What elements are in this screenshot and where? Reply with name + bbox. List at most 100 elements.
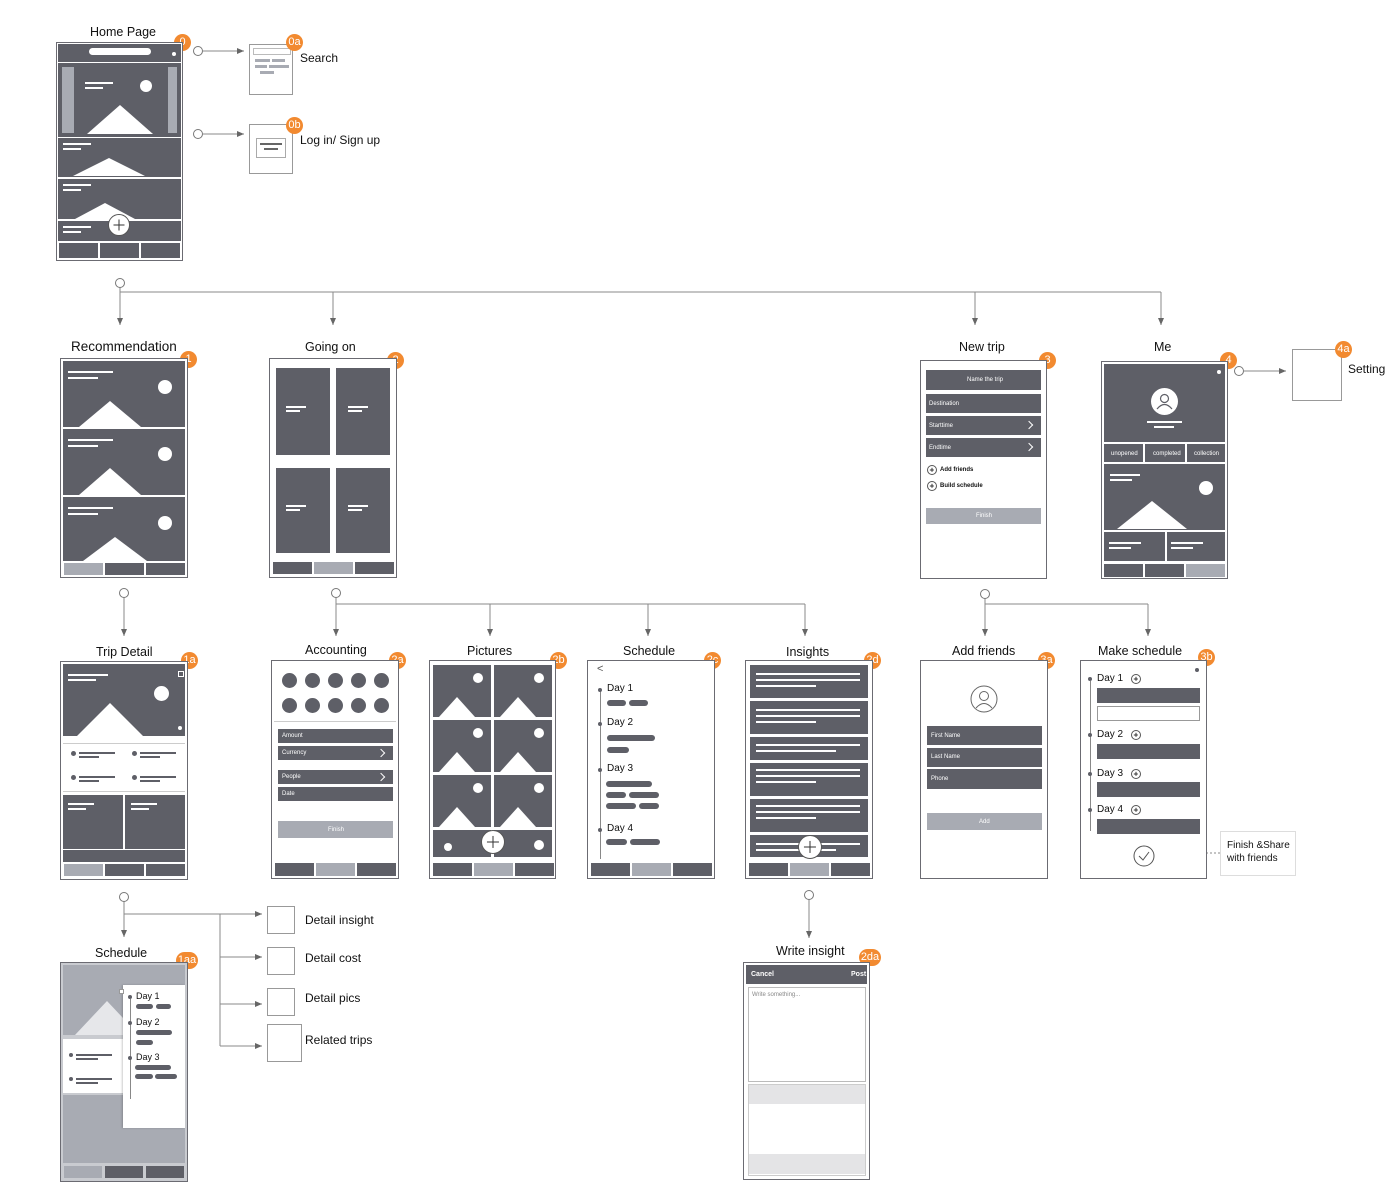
tabbar-item-active[interactable] <box>64 1166 102 1178</box>
tabbar-item-active[interactable] <box>1186 564 1225 577</box>
schedule-drawer[interactable] <box>123 985 185 1128</box>
settings-dot-icon[interactable] <box>1217 370 1221 374</box>
tab-unopened[interactable] <box>1104 444 1143 462</box>
person-avatar[interactable] <box>305 698 320 713</box>
drawer-day-3[interactable]: Day 3 <box>136 1052 160 1062</box>
schedule-day-4[interactable]: Day 4 <box>607 823 634 834</box>
people-field[interactable] <box>278 770 393 784</box>
starttime-field[interactable] <box>926 416 1041 435</box>
phone-field[interactable] <box>927 769 1042 789</box>
accounting-finish-button[interactable] <box>278 821 393 838</box>
tabbar-item[interactable] <box>433 863 472 876</box>
menu-dot-icon[interactable] <box>1195 668 1199 672</box>
person-avatar[interactable] <box>351 698 366 713</box>
schedule-day-3[interactable]: Day 3 <box>607 763 634 774</box>
person-avatar[interactable] <box>328 673 343 688</box>
tabbar-item-active[interactable] <box>64 864 103 876</box>
tabbar-item[interactable] <box>146 864 185 876</box>
insight-card[interactable] <box>750 701 868 734</box>
insight-card[interactable] <box>750 665 868 698</box>
day-4-entry[interactable] <box>1097 819 1200 834</box>
tabbar-item[interactable] <box>146 563 185 575</box>
add-day-4-plus-icon[interactable] <box>1131 805 1141 815</box>
tabbar-item[interactable] <box>355 562 394 574</box>
person-avatar[interactable] <box>374 698 389 713</box>
trip-card[interactable] <box>336 368 390 455</box>
first-name-field[interactable] <box>927 726 1042 745</box>
cancel-button[interactable]: Cancel <box>751 971 774 978</box>
tabbar-item[interactable] <box>831 863 870 876</box>
tabbar-item-3[interactable] <box>141 243 180 258</box>
tabbar-item-2[interactable] <box>100 243 139 258</box>
build-schedule-plus-icon[interactable] <box>927 481 937 491</box>
tabbar-item-active[interactable] <box>790 863 829 876</box>
day-1-empty-entry[interactable] <box>1097 706 1200 721</box>
add-trip-plus-icon[interactable] <box>108 214 130 236</box>
close-icon[interactable] <box>119 989 124 994</box>
person-avatar[interactable] <box>351 673 366 688</box>
tabbar-item[interactable] <box>1104 564 1143 577</box>
add-friend-button[interactable] <box>927 813 1042 830</box>
add-insight-plus-icon[interactable] <box>798 835 822 859</box>
tabbar-item[interactable] <box>105 1166 143 1178</box>
tab-collection[interactable] <box>1187 444 1225 462</box>
insight-card[interactable] <box>750 763 868 796</box>
add-day-3-plus-icon[interactable] <box>1131 769 1141 779</box>
tabbar-item[interactable] <box>749 863 788 876</box>
name-trip-field[interactable] <box>926 370 1041 390</box>
tabbar-item[interactable] <box>1145 564 1184 577</box>
tabbar-item-active[interactable] <box>632 863 671 876</box>
day-3-entry[interactable] <box>1097 782 1200 797</box>
add-day-2-plus-icon[interactable] <box>1131 730 1141 740</box>
insight-textarea[interactable] <box>748 987 866 1082</box>
user-icon[interactable] <box>970 685 998 713</box>
home-menu-dot-icon[interactable] <box>172 52 176 56</box>
insight-card[interactable] <box>750 737 868 760</box>
drawer-day-2[interactable]: Day 2 <box>136 1017 160 1027</box>
day-1-entry[interactable] <box>1097 688 1200 703</box>
tabbar-item-active[interactable] <box>474 863 513 876</box>
person-avatar[interactable] <box>282 673 297 688</box>
person-avatar[interactable] <box>282 698 297 713</box>
person-avatar[interactable] <box>305 673 320 688</box>
tab-completed[interactable] <box>1145 444 1185 462</box>
post-button[interactable]: Post <box>851 971 867 978</box>
new-trip-finish-button[interactable] <box>926 508 1041 524</box>
tabbar-item[interactable] <box>273 562 312 574</box>
day-2-entry[interactable] <box>1097 744 1200 759</box>
schedule-day-1[interactable]: Day 1 <box>607 683 634 694</box>
build-schedule-link[interactable]: Build schedule <box>940 483 983 489</box>
tabbar-item[interactable] <box>275 863 314 876</box>
tabbar-item[interactable] <box>105 864 144 876</box>
add-photo-plus-icon[interactable] <box>481 830 505 854</box>
person-avatar[interactable] <box>374 673 389 688</box>
tabbar-item[interactable] <box>673 863 712 876</box>
person-avatar[interactable] <box>328 698 343 713</box>
tabbar-item-active[interactable] <box>316 863 355 876</box>
tabbar-item-active[interactable] <box>64 563 103 575</box>
insight-card[interactable] <box>750 799 868 832</box>
add-friends-plus-icon[interactable] <box>927 465 937 475</box>
me-small-card[interactable] <box>1167 532 1225 561</box>
schedule-day-2[interactable]: Day 2 <box>607 717 634 728</box>
tabbar-item-1[interactable] <box>59 243 98 258</box>
add-friends-link[interactable]: Add friends <box>940 467 974 473</box>
currency-field[interactable] <box>278 746 393 760</box>
me-small-card[interactable] <box>1104 532 1165 561</box>
tabbar-item[interactable] <box>515 863 554 876</box>
trip-card[interactable] <box>276 368 330 455</box>
drawer-day-1[interactable]: Day 1 <box>136 991 160 1001</box>
trip-card[interactable] <box>336 468 390 553</box>
endtime-field[interactable] <box>926 438 1041 457</box>
search-input[interactable] <box>253 48 291 55</box>
tabbar-item[interactable] <box>591 863 630 876</box>
tabbar-item[interactable] <box>357 863 396 876</box>
avatar[interactable] <box>1151 388 1178 415</box>
add-day-1-plus-icon[interactable] <box>1131 674 1141 684</box>
search-bar[interactable] <box>89 48 151 55</box>
amount-field[interactable] <box>278 729 393 743</box>
check-circle-icon[interactable] <box>1133 845 1155 867</box>
tabbar-item[interactable] <box>146 1166 184 1178</box>
date-field[interactable] <box>278 787 393 801</box>
tabbar-item-active[interactable] <box>314 562 353 574</box>
